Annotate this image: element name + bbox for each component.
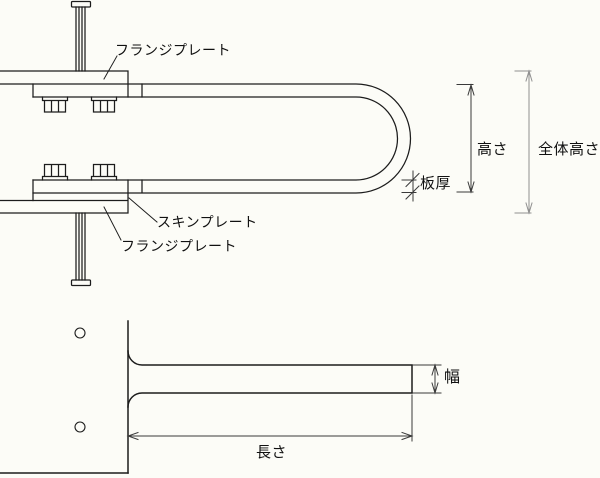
leader-flange-bottom [103,206,122,241]
plan-view-dimensions [126,363,442,442]
plan-bar-outline [127,350,413,408]
label-width: 幅 [444,369,461,386]
length-dimension [126,394,414,442]
plan-view [0,320,413,474]
label-skin-plate: スキンプレート [157,214,258,230]
side-view [0,0,412,287]
bottom-bolt-head [70,279,92,287]
label-height: 高さ [477,141,509,158]
side-view-dimensions [401,69,533,215]
label-plate-thickness: 板厚 [420,175,452,192]
label-length: 長さ [256,444,288,461]
bolt-hole [74,327,86,339]
width-dimension [412,363,442,395]
bolt-hole [74,421,86,433]
upper-hex-nuts [41,96,118,113]
label-flange-plate-top: フランジプレート [115,42,231,58]
top-flange-plate [0,70,129,98]
hex-nut [90,96,118,113]
label-flange-plate-bottom: フランジプレート [121,238,237,254]
lower-hex-nuts [41,163,118,181]
u-bar-outer-line [0,83,412,194]
overall-height-dimension [514,69,533,215]
hex-nut [90,163,118,181]
bottom-bolt-shaft [75,212,86,281]
hex-nut [41,96,69,113]
bottom-flange-plate [0,179,129,214]
bottom-bolt [70,212,92,287]
leader-flange-top [103,55,118,80]
hex-nut [41,163,69,181]
top-bolt-shaft [75,6,86,72]
leader-skin-plate [128,197,158,223]
top-bolt-head [70,0,92,8]
leader-lines [103,55,158,241]
thickness-dimension [401,170,420,202]
u-bar-inner-line [32,96,399,181]
top-bolt [70,0,92,72]
height-dimension [456,83,475,194]
label-overall-height: 全体高さ [538,141,600,158]
